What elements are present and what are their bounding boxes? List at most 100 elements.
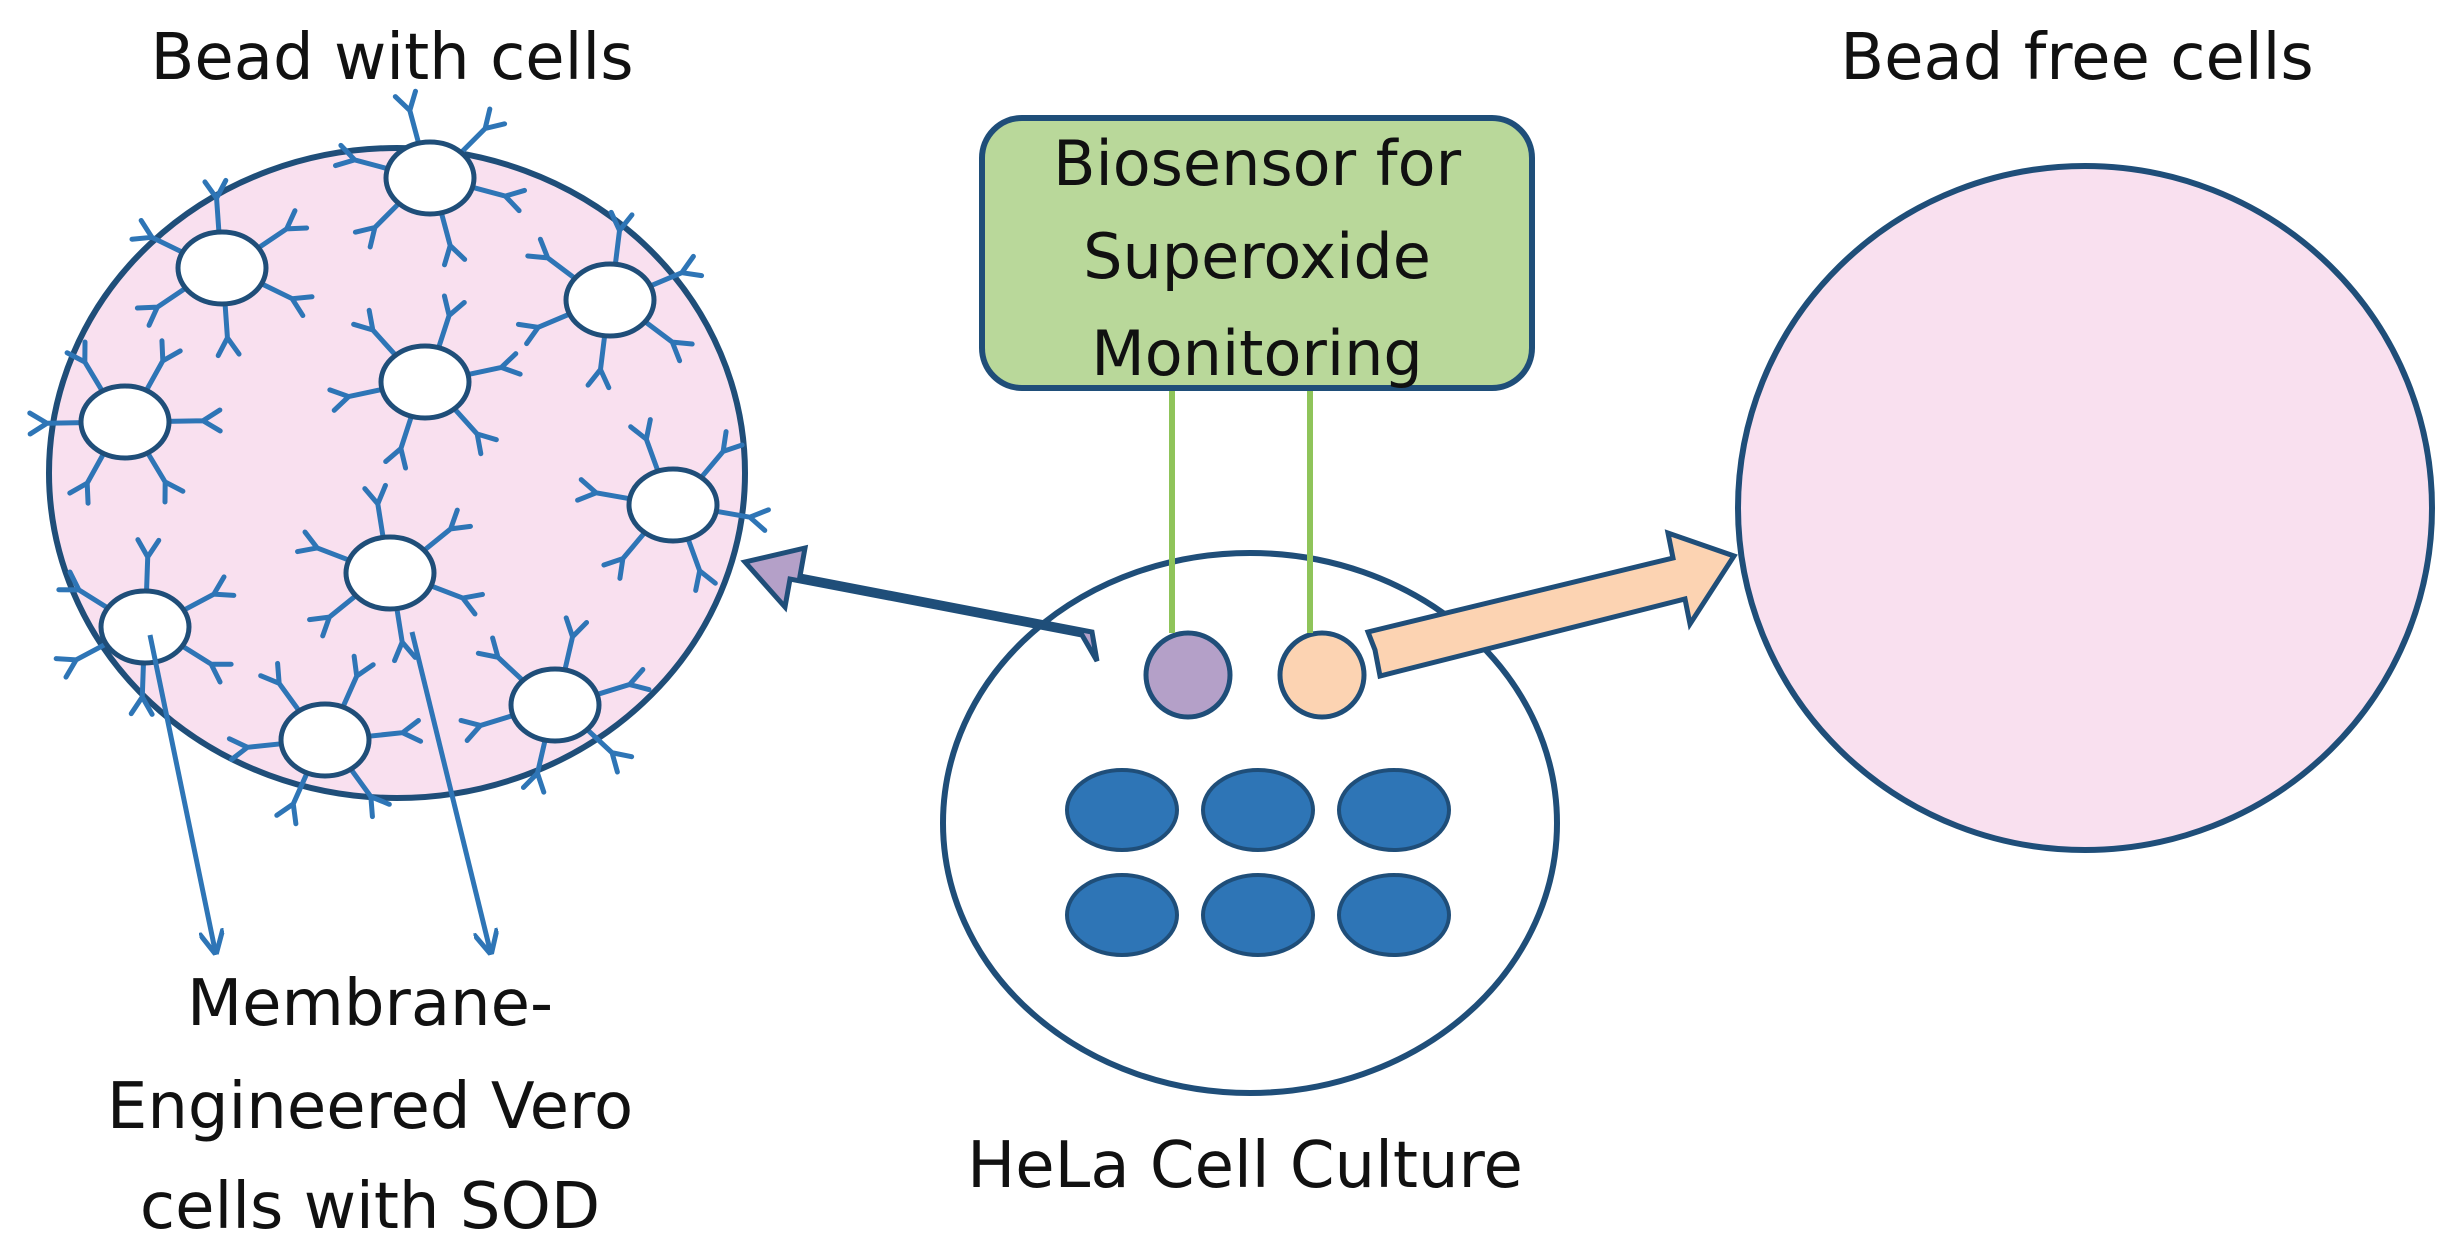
hela-cell — [1201, 768, 1315, 852]
purple-bead — [1143, 630, 1233, 720]
hela-cell — [1065, 768, 1179, 852]
bead-free-cells-label: Bead free cells — [1840, 21, 2313, 95]
antibody-y — [351, 307, 400, 360]
biosensor-label-line1: Biosensor for — [1053, 127, 1462, 200]
vero-cell — [458, 615, 652, 795]
membrane-label-line2: Engineered Vero — [107, 1070, 633, 1144]
antibody-y — [258, 660, 303, 715]
antibody-y — [257, 280, 315, 319]
hela-culture-label: HeLa Cell Culture — [967, 1129, 1523, 1203]
membrane-label-line3: cells with SOD — [140, 1170, 600, 1244]
antibody-y — [202, 177, 229, 237]
hela-cell — [1201, 873, 1315, 957]
bead-with-cells-circle — [46, 145, 748, 801]
antibody-y — [684, 534, 718, 593]
bead-with-cells-label: Bead with cells — [150, 21, 633, 95]
antibody-y — [352, 199, 403, 250]
bead-free-cells-circle — [1735, 163, 2435, 853]
antibody-y — [646, 253, 705, 290]
antibody-y — [254, 208, 310, 252]
vero-cell-body — [508, 666, 602, 744]
peach-arrow — [1364, 529, 1738, 680]
vero-cell-body — [383, 139, 477, 217]
antibody-y — [307, 591, 360, 639]
antibody-y — [56, 569, 112, 612]
antibody-y — [364, 718, 424, 744]
vero-cell-body — [78, 383, 172, 461]
vero-cell-body — [563, 261, 657, 339]
antibody-y — [426, 582, 485, 617]
biosensor-box-rect — [979, 115, 1535, 391]
hela-cell — [1337, 873, 1451, 957]
antibody-y — [392, 604, 418, 664]
antibody-y — [463, 351, 523, 378]
vero-cell — [295, 482, 485, 664]
vero-cell-body — [626, 466, 720, 544]
antibody-y — [641, 317, 695, 364]
membrane-label-line1: Membrane- — [187, 967, 553, 1041]
vero-cell-body — [175, 229, 269, 307]
antibody-y — [711, 507, 771, 533]
antibody-y — [592, 667, 652, 698]
antibody-y — [53, 640, 111, 680]
antibody-y — [164, 407, 223, 434]
antibody-y — [697, 429, 745, 482]
biosensor-label-line3: Monitoring — [1091, 317, 1423, 390]
antibody-y — [128, 658, 155, 717]
vero-cell — [226, 653, 424, 827]
antibody-y — [438, 208, 468, 268]
antibody-y — [515, 310, 574, 347]
vero-cell — [327, 293, 523, 471]
antibody-y — [27, 410, 86, 437]
vero-cell-body — [98, 588, 192, 666]
vero-cell — [515, 209, 705, 391]
antibody-y — [178, 642, 234, 685]
antibody-y — [628, 417, 662, 476]
antibody-y — [339, 653, 376, 712]
vero-cell — [27, 338, 223, 506]
vero-cell-body — [278, 701, 372, 779]
pointer-arrow-right — [409, 631, 490, 950]
antibody-y — [525, 236, 579, 283]
antibody-y — [575, 477, 635, 503]
hela-cell — [1065, 873, 1179, 957]
antibody-y — [144, 448, 186, 505]
vero-cell — [332, 88, 528, 268]
antibody-y — [134, 284, 190, 328]
antibody-y — [274, 768, 311, 827]
antibody-y — [383, 411, 415, 471]
antibody-y — [585, 331, 612, 391]
antibody-y — [392, 88, 422, 148]
antibody-y — [458, 712, 518, 743]
vero-cells — [27, 88, 771, 827]
vero-cell — [129, 177, 315, 359]
peach-bead — [1277, 630, 1367, 720]
hela-culture-dish — [940, 550, 1560, 1096]
antibody-y — [64, 339, 106, 396]
antibody-y — [520, 735, 549, 795]
antibody-y — [142, 338, 183, 395]
antibody-y — [475, 635, 527, 685]
antibody-y — [420, 507, 473, 555]
antibody-y — [327, 386, 387, 413]
antibody-y — [135, 537, 162, 596]
antibody-y — [468, 184, 528, 214]
antibody-y — [450, 404, 499, 457]
antibody-y — [179, 574, 237, 614]
antibody-y — [67, 449, 108, 506]
antibody-y — [332, 142, 392, 172]
biosensor-label-line2: Superoxide — [1083, 220, 1431, 293]
antibody-y — [457, 106, 508, 157]
bead-with-cells — [27, 88, 771, 827]
antibody-y — [583, 725, 635, 775]
antibody-y — [347, 765, 392, 820]
purple-arrow — [740, 544, 1100, 663]
vero-cell-body — [378, 343, 472, 421]
vero-cell — [53, 537, 237, 717]
hela-cell — [1337, 768, 1451, 852]
antibody-y — [601, 528, 649, 581]
antibody-y — [295, 529, 354, 564]
biosensor-box: Biosensor for Superoxide Monitoring — [979, 115, 1535, 391]
antibody-y — [215, 299, 242, 359]
